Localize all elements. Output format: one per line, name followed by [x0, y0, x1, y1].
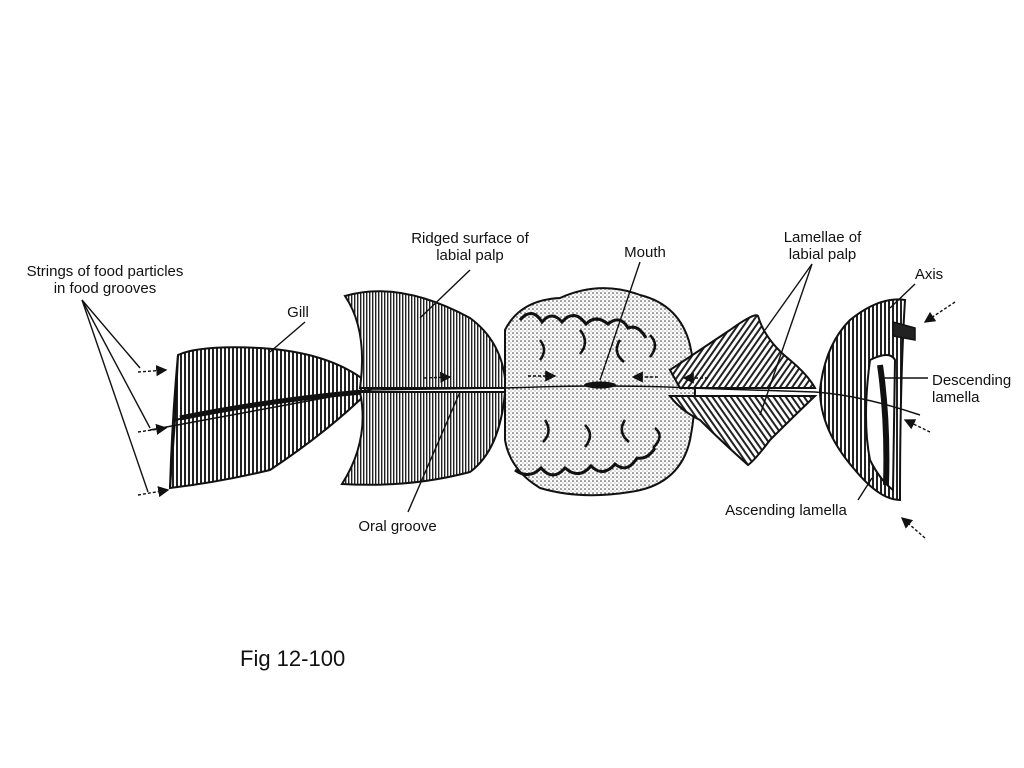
- figure-caption: Fig 12-100: [240, 646, 346, 671]
- label-mouth: Mouth: [624, 244, 666, 261]
- label-axis: Axis: [914, 266, 944, 283]
- leader-lines: [81, 261, 928, 513]
- food-groove-line: [149, 385, 921, 431]
- flow-arrows: [137, 301, 956, 539]
- label-ascending-lamella: Ascending lamella: [725, 502, 847, 519]
- label-ridged-surface: Ridged surface of labial palp: [411, 230, 529, 264]
- label-gill: Gill: [287, 304, 309, 321]
- label-strings-of-food: Strings of food particles in food groove…: [26, 263, 184, 297]
- mouth-region: [504, 287, 696, 497]
- label-oral-groove: Oral groove: [358, 518, 437, 535]
- right-labial-palp: [668, 314, 818, 467]
- left-labial-palp: [340, 290, 507, 486]
- gill-structure: [168, 346, 373, 490]
- label-lamellae: Lamellae of labial palp: [783, 229, 862, 263]
- label-descending-lamella: Descending lamella: [932, 372, 1012, 406]
